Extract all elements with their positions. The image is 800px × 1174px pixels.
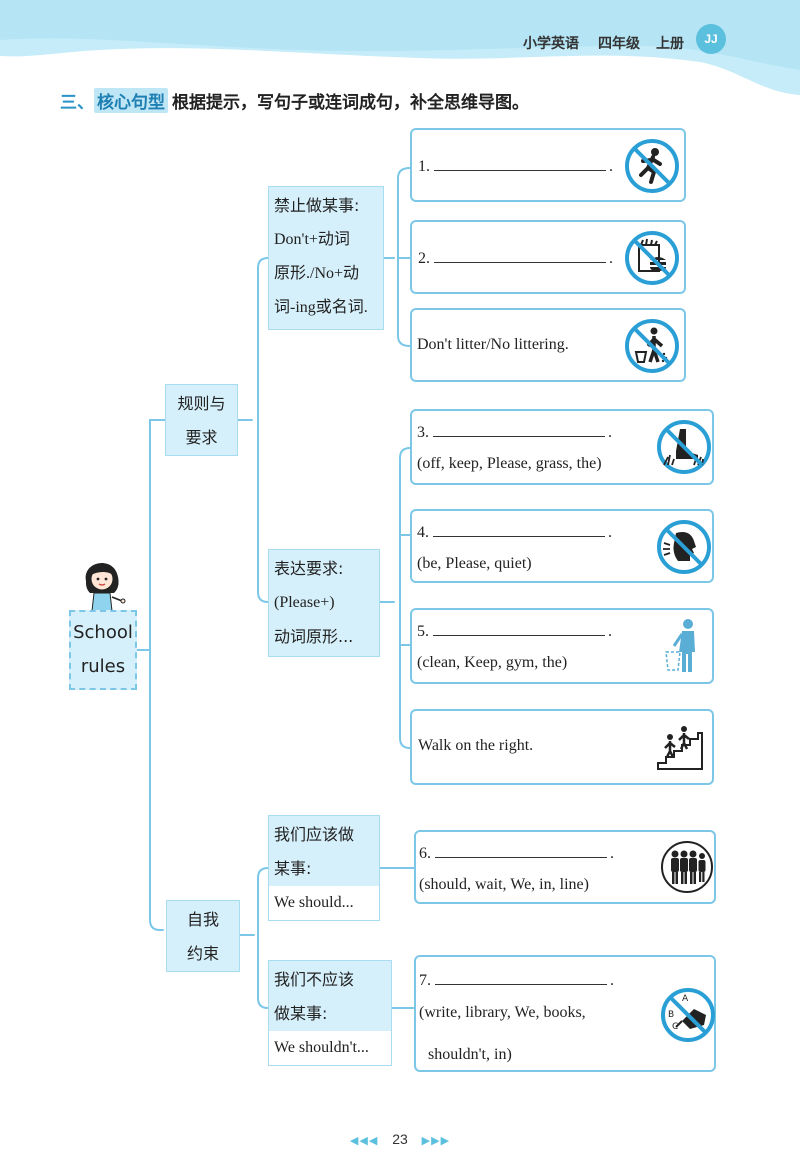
item-box-1: 1.. [410,128,686,202]
subcategory-prohibition: 禁止做某事: Don't+动词 原形./No+动 词-ing或名词. [268,186,384,330]
be-quiet-icon [657,520,711,574]
walk-on-right-icon [656,723,704,771]
subcategory-line: 动词原形... [274,627,354,646]
section-title: 三、核心句型根据提示，写句子或连词成句，补全思维导图。 [60,88,529,113]
answer-blank[interactable] [433,422,605,437]
answer-blank[interactable] [433,621,605,636]
answer-blank[interactable] [435,843,607,858]
header-volume: 上册 [656,35,684,51]
subcategory-line: 我们不应该 [274,970,355,989]
item-box-7: 7.. (write, library, We, books, shouldn'… [414,955,716,1072]
header-subject: 小学英语 [523,35,579,51]
item-hint-continued: shouldn't, in) [428,1046,512,1063]
category-line1: 规则与 [177,394,226,413]
header-banner [0,0,800,95]
page-next-arrows: ▶▶▶ [421,1135,451,1147]
no-writing-in-books-icon: A B C [661,988,715,1042]
svg-text:C: C [672,1022,678,1032]
subcategory-should-not: 我们不应该 做某事: We shouldn't... [268,960,392,1066]
header-grade: 四年级 [598,35,640,51]
item-box-3: 3.. (off, keep, Please, grass, the) [410,409,714,485]
page-number: 23 [392,1131,408,1147]
keep-clean-icon [665,619,695,672]
item-hint: (write, library, We, books, [419,1004,586,1021]
svg-text:A: A [682,994,689,1004]
answer-blank[interactable] [434,248,606,263]
answer-blank[interactable] [434,156,606,171]
item-box-litter: Don't litter/No littering. [410,308,686,382]
subcategory-line: 某事: [274,859,312,878]
subcategory-should: 我们应该做 某事: We should... [268,815,380,921]
subcategory-line: 原形./No+动 [274,265,360,282]
item-hint: (should, wait, We, in, line) [419,876,589,893]
edition-badge: JJ [696,24,726,54]
item-number: 7. [419,972,431,989]
item-text: Walk on the right. [418,737,534,754]
item-box-walk: Walk on the right. [410,709,714,785]
svg-text:B: B [668,1010,674,1020]
subcategory-line: 禁止做某事: [274,196,360,215]
subcategory-requests: 表达要求: (Please+) 动词原形... [268,549,380,657]
subcategory-line: 表达要求: [274,559,344,578]
no-running-icon [625,139,679,193]
subcategory-line: Don't+动词 [274,231,350,248]
item-box-6: 6.. (should, wait, We, in, line) [414,830,716,904]
item-box-5: 5.. (clean, Keep, gym, the) [410,608,714,684]
subcategory-line: We should... [269,886,379,920]
category-line2: 约束 [186,944,219,963]
answer-blank[interactable] [433,522,605,537]
answer-blank[interactable] [435,970,607,985]
no-eating-icon [625,231,679,285]
item-hint: (off, keep, Please, grass, the) [417,455,602,472]
category-rules-requirements: 规则与 要求 [165,384,238,456]
subcategory-line: 词-ing或名词. [274,299,368,316]
item-number: 6. [419,845,431,862]
item-number: 5. [417,623,429,640]
item-number: 2. [418,250,430,267]
keep-off-grass-icon [657,420,711,474]
section-instruction: 根据提示，写句子或连词成句，补全思维导图。 [172,93,529,112]
section-tag: 核心句型 [94,88,168,113]
item-hint: (be, Please, quiet) [417,555,532,572]
subcategory-line: We shouldn't... [269,1031,391,1065]
page-number-footer: ◀◀◀ 23 ▶▶▶ [0,1131,800,1147]
root-line2: rules [80,656,126,677]
item-hint: (clean, Keep, gym, the) [417,654,568,671]
subcategory-line: (Please+) [274,594,335,611]
item-number: 3. [417,424,429,441]
category-line2: 要求 [185,428,218,447]
item-box-2: 2.. [410,220,686,294]
wait-in-line-icon [661,841,713,893]
girl-illustration [85,563,126,612]
item-number: 1. [418,158,430,175]
root-node: School rules [69,610,137,690]
item-text: Don't litter/No littering. [417,336,569,353]
root-line1: School [73,622,133,643]
no-littering-icon [625,319,679,373]
page-prev-arrows: ◀◀◀ [349,1135,379,1147]
category-self-discipline: 自我 约束 [166,900,240,972]
subcategory-line: 我们应该做 [274,825,355,844]
subcategory-line: 做某事: [274,1004,328,1023]
item-number: 4. [417,524,429,541]
category-line1: 自我 [186,910,219,929]
item-box-4: 4.. (be, Please, quiet) [410,509,714,583]
section-number: 三、 [60,93,94,112]
